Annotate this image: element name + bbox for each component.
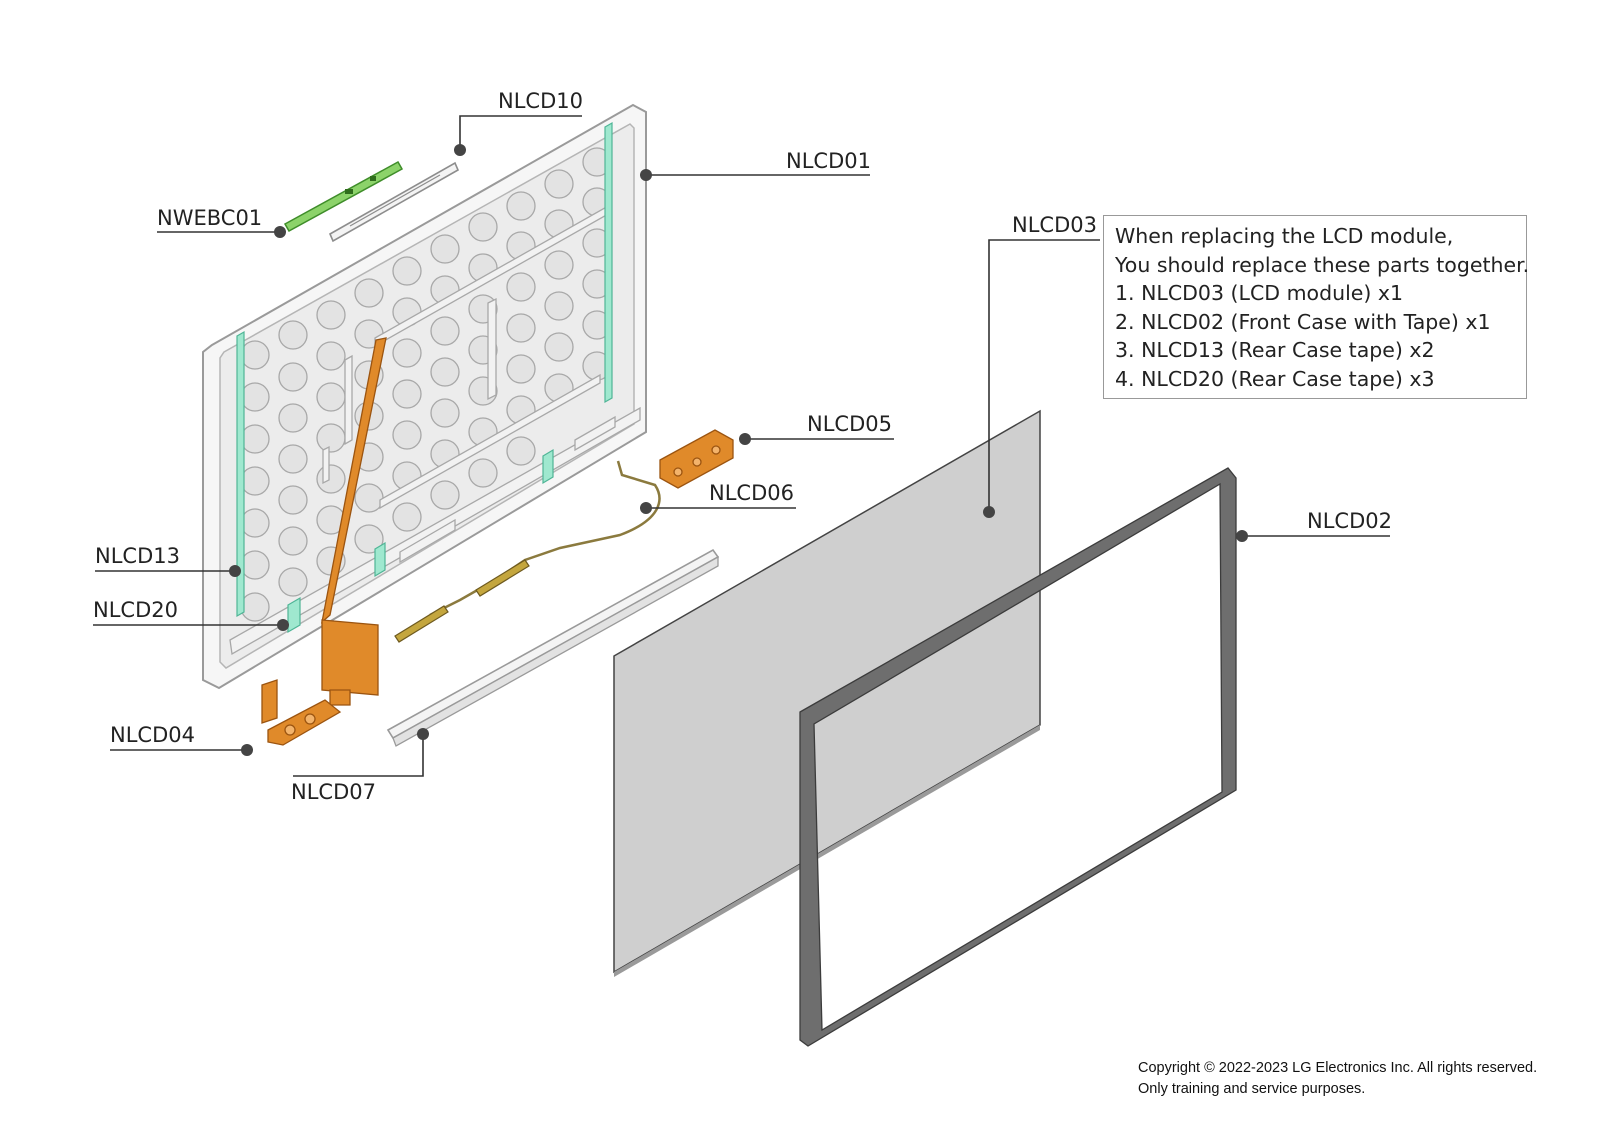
note-item: 4. NLCD20 (Rear Case tape) x3 — [1115, 366, 1435, 391]
label-nlcd13: NLCD13 — [95, 544, 180, 568]
lcd-panel-part — [613, 409, 1041, 977]
label-nlcd03: NLCD03 — [1012, 213, 1097, 237]
left-hinge-part — [261, 679, 342, 746]
front-bezel-part — [799, 467, 1237, 1047]
label-nlcd04: NLCD04 — [110, 723, 195, 747]
hinge-cover-part — [386, 548, 720, 747]
copyright-notice: Copyright © 2022-2023 LG Electronics Inc… — [1138, 1058, 1537, 1100]
label-nlcd06: NLCD06 — [709, 481, 794, 505]
right-hinge-part — [659, 429, 734, 489]
label-nlcd10: NLCD10 — [498, 89, 583, 113]
note-line-1: When replacing the LCD module, — [1115, 224, 1454, 248]
antenna-cable-part — [394, 460, 661, 643]
callout-leaders — [93, 115, 1390, 777]
webcam-board-part — [283, 160, 404, 233]
rear-case-part — [202, 103, 647, 690]
label-nlcd20: NLCD20 — [93, 598, 178, 622]
note-item: 1. NLCD03 (LCD module) x1 — [1115, 281, 1404, 306]
label-nlcd07: NLCD07 — [291, 780, 376, 804]
label-nlcd01: NLCD01 — [786, 149, 871, 173]
note-line-2: You should replace these parts together. — [1115, 252, 1530, 277]
note-item: 3. NLCD13 (Rear Case tape) x2 — [1115, 338, 1435, 363]
label-nlcd02: NLCD02 — [1307, 509, 1392, 533]
label-nlcd05: NLCD05 — [807, 412, 892, 436]
copyright-line-2: Only training and service purposes. — [1138, 1081, 1366, 1097]
part-labels: NLCD10 NLCD01 NWEBC01 NLCD03 NLCD05 NLCD… — [93, 89, 1392, 804]
rear-case-tape-parts — [236, 121, 613, 634]
webcam-bracket-part — [328, 161, 460, 243]
lcd-flex-cable-part — [321, 337, 387, 706]
copyright-line-1: Copyright © 2022-2023 LG Electronics Inc… — [1138, 1060, 1538, 1076]
replacement-note-box: When replacing the LCD module, You shoul… — [1103, 215, 1530, 399]
label-nwebc01: NWEBC01 — [157, 206, 262, 230]
note-item: 2. NLCD02 (Front Case with Tape) x1 — [1115, 309, 1491, 334]
